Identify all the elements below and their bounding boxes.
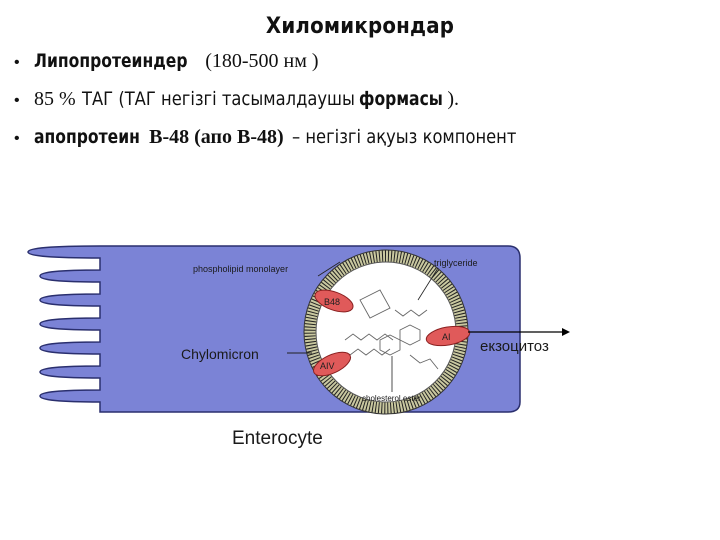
bullet-dot: • <box>14 92 20 109</box>
bullet-3-apo: В-48 (апо В-48) <box>149 126 284 148</box>
bullet-1-term: Липопротеиндер <box>34 50 188 72</box>
chylomicron-label: Chylomicron <box>181 346 259 362</box>
bullet-2: • 85 % ТАГ (ТАГ негізгі тасымалдаушы фор… <box>14 88 714 126</box>
lipid-core <box>344 289 439 370</box>
phospholipid-monolayer <box>303 249 469 415</box>
phospholipid-label: phospholipid monolayer <box>193 264 288 274</box>
bullet-list: • Липопротеиндер (180-500 нм ) • 85 % ТА… <box>14 50 714 164</box>
apo-b48: B48 <box>314 289 354 313</box>
arrowhead-icon <box>562 328 570 336</box>
bullet-3-desc: – негізгі ақуыз компонент <box>291 126 517 148</box>
bullet-2-bold: формасы <box>359 88 443 110</box>
triglyceride-label: triglyceride <box>434 258 478 268</box>
apo-aiv: AIV <box>312 351 352 377</box>
bullet-1-size: (180-500 нм ) <box>205 50 319 72</box>
bullet-2-end: ). <box>447 88 459 110</box>
apo-a1-label: AI <box>442 332 451 342</box>
bullet-2-text: ТАГ (ТАГ негізгі тасымалдаушы <box>81 88 355 110</box>
exocytosis-label: екзоцитоз <box>480 338 549 355</box>
bullet-dot: • <box>14 130 20 147</box>
apo-b48-label: B48 <box>324 297 340 307</box>
phospholipid-leader <box>317 261 341 277</box>
bullet-3-term: апопротеин <box>34 126 140 148</box>
enterocyte-label: Enterocyte <box>232 428 323 449</box>
triglyceride-leader <box>417 267 439 301</box>
bullet-2-percent: 85 % <box>34 88 76 110</box>
bullet-1: • Липопротеиндер (180-500 нм ) <box>14 50 714 88</box>
apo-aiv-label: AIV <box>320 361 335 371</box>
bullet-3: • апопротеин В-48 (апо В-48) – негізгі а… <box>14 126 714 164</box>
slide-title: Хиломикрондар <box>265 14 455 39</box>
bullet-dot: • <box>14 54 20 71</box>
cholesterol-label: cholesterol ester <box>362 394 421 403</box>
